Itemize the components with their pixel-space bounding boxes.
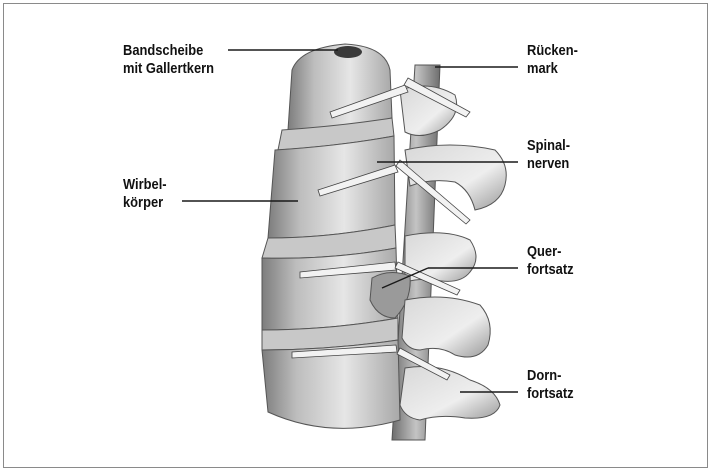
- label-nerves-line1: Spinal-: [527, 137, 570, 155]
- label-cord-line2: mark: [527, 60, 578, 78]
- label-spinous-line1: Dorn-: [527, 367, 574, 385]
- label-disc-line1: Bandscheibe: [123, 42, 214, 60]
- label-cord-line1: Rücken-: [527, 42, 578, 60]
- label-body-line1: Wirbel-: [123, 176, 167, 194]
- label-nerves-line2: nerven: [527, 155, 570, 173]
- label-querfortsatz: Quer- fortsatz: [527, 243, 574, 279]
- label-transverse-line2: fortsatz: [527, 261, 574, 279]
- label-rueckenmark: Rücken- mark: [527, 42, 578, 78]
- label-spinalnerven: Spinal- nerven: [527, 137, 570, 173]
- label-bandscheibe: Bandscheibe mit Gallertkern: [123, 42, 214, 78]
- label-body-line2: körper: [123, 194, 167, 212]
- label-wirbelkoerper: Wirbel- körper: [123, 176, 167, 212]
- label-transverse-line1: Quer-: [527, 243, 574, 261]
- label-disc-line2: mit Gallertkern: [123, 60, 214, 78]
- label-dornfortsatz: Dorn- fortsatz: [527, 367, 574, 403]
- nucleus-pulposus: [334, 46, 362, 58]
- label-spinous-line2: fortsatz: [527, 385, 574, 403]
